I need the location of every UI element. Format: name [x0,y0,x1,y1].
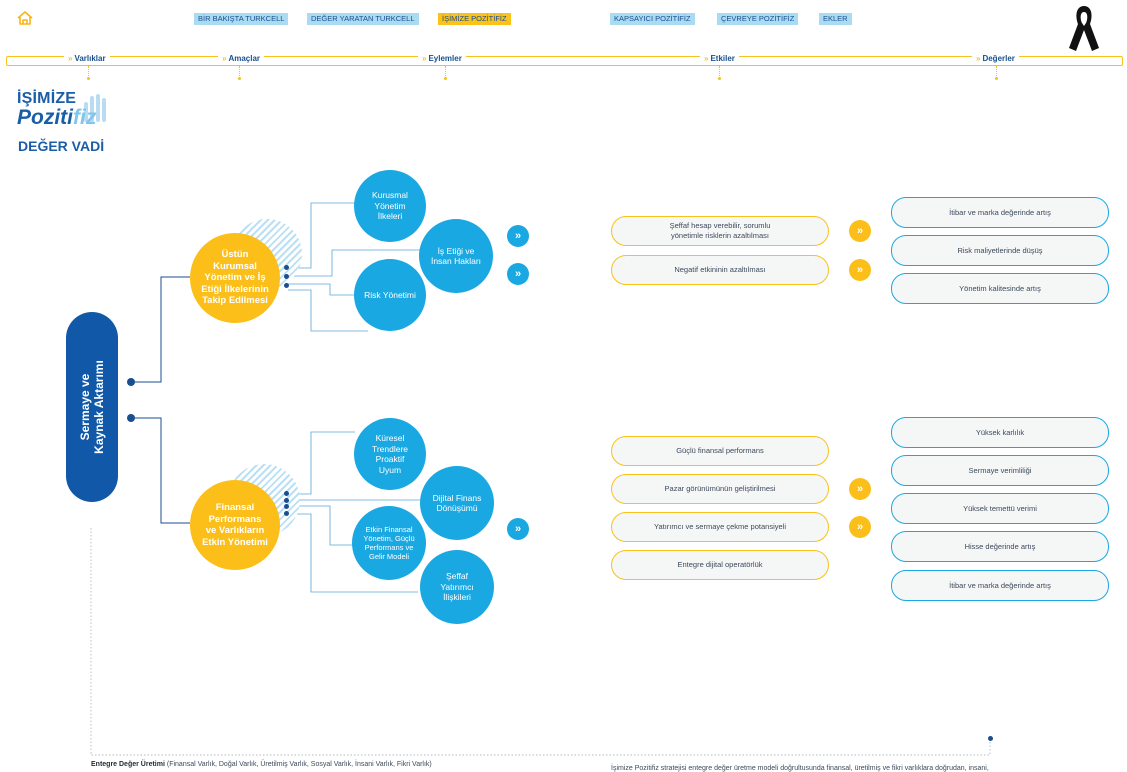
capital-transfer-label: Sermaye ve Kaynak Aktarımı [78,360,106,454]
footer-integrated-value: Entegre Değer Üretimi (Finansal Varlık, … [91,761,432,768]
value-pill: Sermaye verimliliği [891,455,1109,486]
timeline-stage-eylemler: Eylemler [418,53,466,65]
action-circle-digital-finance: Dijital Finans Dönüşümü [420,466,494,540]
connector-dot [284,283,289,288]
action-label: Risk Yönetimi [364,289,416,300]
nav-tab-isimize-pozitifiz[interactable]: İŞİMİZE POZİTİFİZ [438,13,511,25]
connector-dot [127,378,135,386]
timeline-bar [6,56,1123,66]
value-pill: İtibar ve marka değerinde artış [891,197,1109,228]
action-label: İş Etiği ve İnsan Hakları [430,245,482,267]
hand-icon [84,94,106,122]
action-label: Kurusmal Yönetim İlkeleri [372,190,408,222]
effect-pill: Yatırımcı ve sermaye çekme potansiyeli [611,512,829,542]
timeline-stage-varliklar: Varlıklar [64,53,110,65]
timeline-tick [718,66,721,80]
logo-line1: İŞİMİZE [17,90,77,107]
nav-tab-kapsayici[interactable]: KAPSAYICI POZİTİFİZ [610,13,695,25]
action-label: Etkin Finansal Yönetim, Güçlü Performans… [363,525,415,561]
value-pill: Yönetim kalitesinde artış [891,273,1109,304]
nav-tab-ekler[interactable]: EKLER [819,13,852,25]
arrow-icon: » [849,259,871,281]
connector-dot [284,504,289,509]
connector-dot [284,498,289,503]
logo-line3: DEĞER VADİ [18,138,105,154]
effect-pill: Entegre dijital operatörlük [611,550,829,580]
nav-tab-deger-yaratan[interactable]: DEĞER YARATAN TURKCELL [307,13,419,25]
connector-dot [284,274,289,279]
value-pill: Yüksek temettü verimi [891,493,1109,524]
effect-pill: Pazar görünümünün geliştirilmesi [611,474,829,504]
action-circle-corporate-principles: Kurusmal Yönetim İlkeleri [354,170,426,242]
goal-circle-corporate-governance: Üstün Kurumsal Yönetim ve İş Etiği İlkel… [190,233,280,323]
footer-left-bold: Entegre Değer Üretimi [91,761,165,768]
nav-tab-bir-bakista[interactable]: BİR BAKIŞTA TURKCELL [194,13,289,25]
timeline-tick [995,66,998,80]
connector-dot [284,511,289,516]
connector-dot [988,736,993,741]
connector-dot [284,491,289,496]
action-label: Şeffaf Yatırımcı İlişkileri [440,571,474,603]
timeline-stage-etkiler: Etkiler [700,53,739,65]
goal-label: Üstün Kurumsal Yönetim ve İş Etiği İlkel… [201,249,269,307]
timeline-stage-amaclar: Amaçlar [218,53,265,65]
mourning-ribbon-icon [1069,6,1099,51]
action-circle-global-trends: Küresel Trendlere Proaktif Uyum [354,418,426,490]
timeline-tick [238,66,241,80]
action-circle-financial-management: Etkin Finansal Yönetim, Güçlü Performans… [352,506,426,580]
arrow-icon: » [849,516,871,538]
home-icon[interactable] [16,10,34,26]
arrow-icon: » [507,225,529,247]
value-pill: İtibar ve marka değerinde artış [891,570,1109,601]
effect-pill: Şeffaf hesap verebilir, sorumlu yönetiml… [611,216,829,246]
timeline-tick [87,66,90,80]
arrow-icon: » [507,263,529,285]
nav-tab-cevreye[interactable]: ÇEVREYE POZİTİFİZ [717,13,799,25]
goal-label: Finansal Performans ve Varlıkların Etkin… [202,502,268,548]
goal-circle-financial-performance: Finansal Performans ve Varlıkların Etkin… [190,480,280,570]
timeline-stage-degerler: Değerler [972,53,1019,65]
arrow-icon: » [849,478,871,500]
logo-line2: Pozitifiz [17,106,96,130]
logo-line2-part-a: Poziti [17,106,73,129]
connector-dot [127,414,135,422]
action-circle-investor-relations: Şeffaf Yatırımcı İlişkileri [420,550,494,624]
footer-strategy-text: İşimize Pozitifiz stratejisi entegre değ… [611,765,989,772]
footer-left-rest: (Finansal Varlık, Doğal Varlık, Üretilmi… [164,761,432,768]
value-pill: Yüksek karlılık [891,417,1109,448]
capital-transfer-pill: Sermaye ve Kaynak Aktarımı [66,312,118,502]
effect-pill: Güçlü finansal performans [611,436,829,466]
action-label: Küresel Trendlere Proaktif Uyum [371,433,409,475]
arrow-icon: » [507,518,529,540]
action-circle-business-ethics: İş Etiği ve İnsan Hakları [419,219,493,293]
value-pill: Hisse değerinde artış [891,531,1109,562]
action-circle-risk-management: Risk Yönetimi [354,259,426,331]
effect-pill: Negatif etkininin azaltılması [611,255,829,285]
timeline-tick [444,66,447,80]
action-label: Dijital Finans Dönüşümü [432,492,482,514]
isimize-pozitifiz-logo: İŞİMİZE Pozitifiz DEĞER VADİ [17,90,127,160]
connector-dot [284,265,289,270]
arrow-icon: » [849,220,871,242]
logo-line2-part-b: fiz [73,106,97,129]
value-pill: Risk maliyetlerinde düşüş [891,235,1109,266]
